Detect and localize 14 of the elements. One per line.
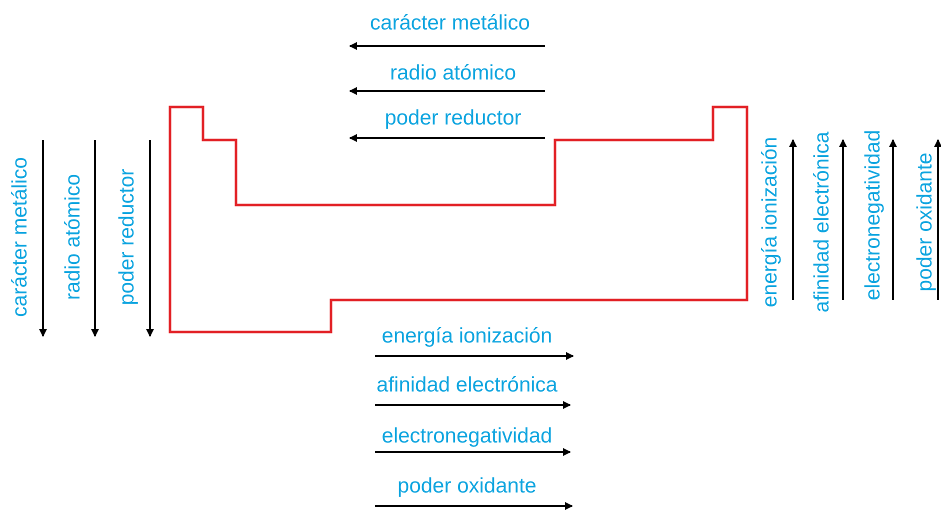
trend-label: poder oxidante xyxy=(398,476,536,496)
trend-label: radio atómico xyxy=(390,62,516,84)
trend-label: electronegatividad xyxy=(382,426,552,446)
trend-label: poder reductor xyxy=(384,108,522,128)
trend-label: energía ionización xyxy=(760,136,780,308)
trend-label: afinidad electrónica xyxy=(812,132,832,312)
trend-label: radio atómico xyxy=(62,174,84,300)
trend-label: electronegatividad xyxy=(862,130,884,300)
trend-label: carácter metálico xyxy=(370,12,530,34)
trend-label: poder reductor xyxy=(116,168,138,306)
trend-label: poder oxidante xyxy=(914,152,936,292)
trend-label: afinidad electrónica xyxy=(376,374,558,396)
trend-label: energía ionización xyxy=(382,326,552,346)
trend-label: carácter metálico xyxy=(10,157,30,317)
